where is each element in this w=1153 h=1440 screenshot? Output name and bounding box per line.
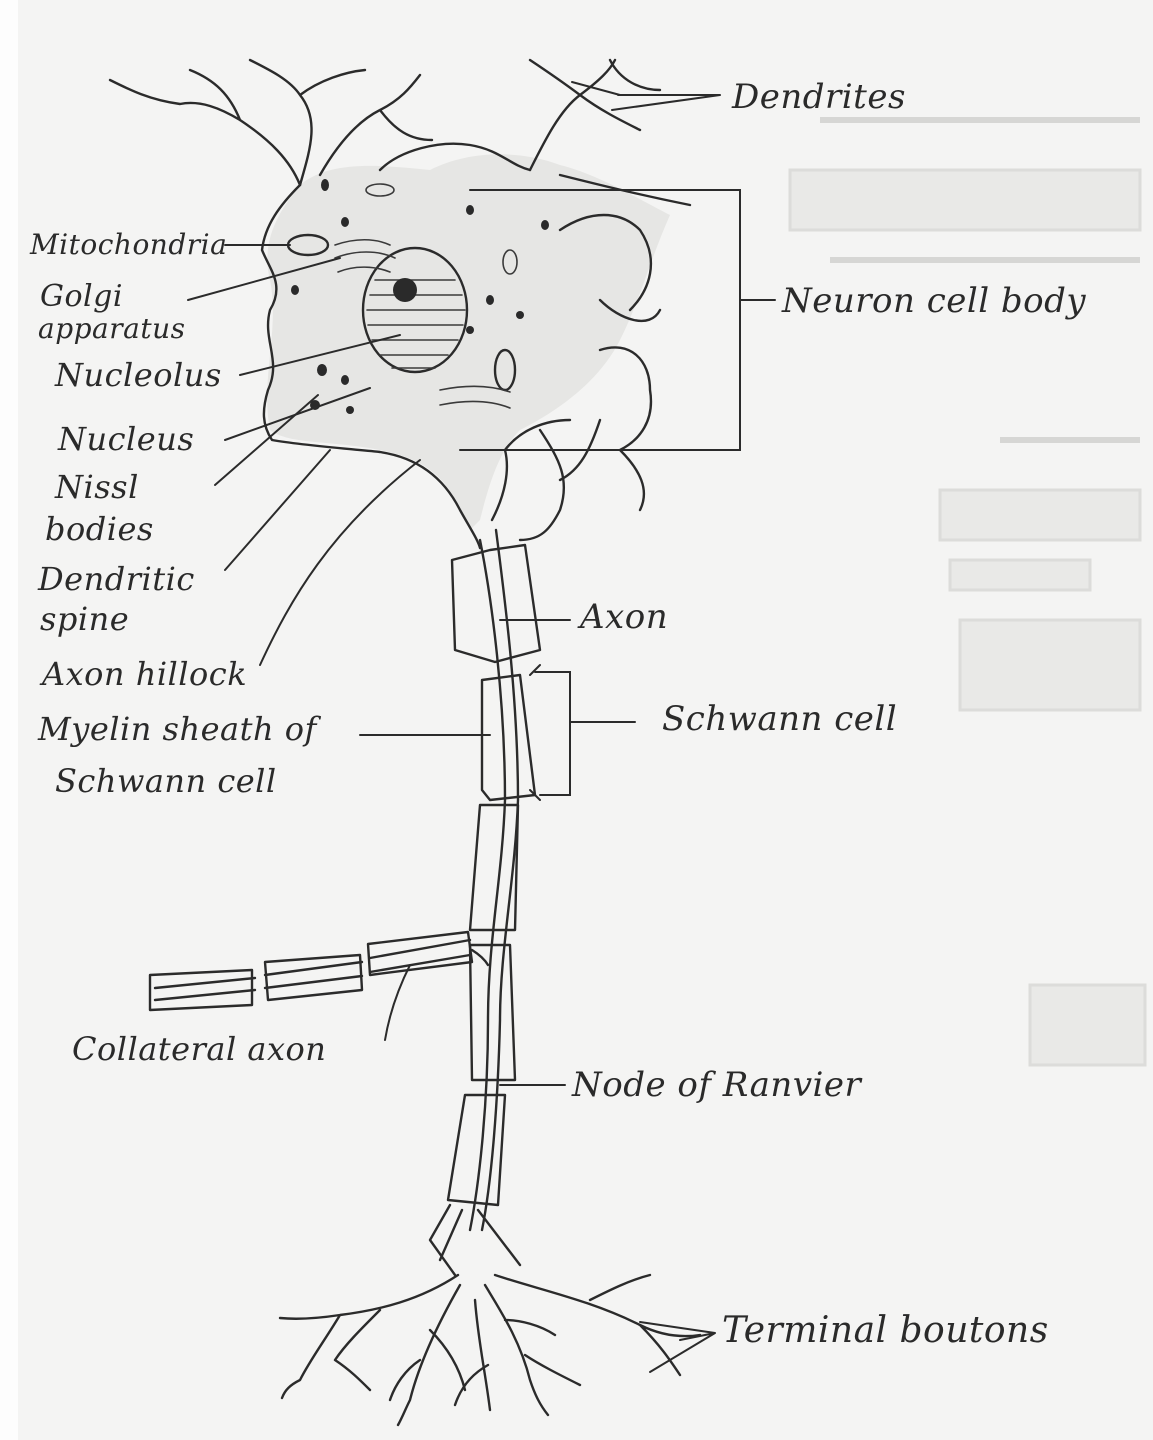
myelin-segments (448, 545, 540, 1205)
label-myelin-line1: Myelin sheath of (38, 710, 317, 748)
label-axon-hillock: Axon hillock (42, 655, 247, 693)
label-schwann-cell: Schwann cell (662, 700, 897, 738)
schwann-bracket (535, 672, 635, 795)
label-nucleus: Nucleus (58, 420, 194, 458)
schwann-bracket-ticks (530, 665, 540, 800)
label-dendritic-spine-line1: Dendritic (38, 560, 195, 598)
label-terminal-boutons: Terminal boutons (722, 1312, 1049, 1350)
label-dendritic-spine-line2: spine (40, 600, 129, 638)
collateral-axon (150, 932, 488, 1010)
label-neuron-cell-body: Neuron cell body (782, 282, 1086, 320)
terminal-branches (280, 1205, 700, 1425)
label-axon: Axon (580, 598, 668, 636)
dendritic-spine-leader (225, 450, 330, 570)
label-nissl-line1: Nissl (55, 468, 139, 506)
label-dendrites: Dendrites (732, 78, 906, 116)
cell-body (110, 60, 690, 548)
collateral-leader (385, 965, 410, 1040)
show-through-marks (790, 120, 1145, 1065)
nucleolus-shape (393, 278, 417, 302)
axon-hillock-leader (260, 460, 420, 665)
label-myelin-line2: Schwann cell (55, 762, 277, 800)
label-collateral-axon: Collateral axon (72, 1030, 326, 1068)
label-mitochondria: Mitochondria (30, 226, 227, 264)
label-node-of-ranvier: Node of Ranvier (572, 1066, 861, 1104)
label-golgi-line2: apparatus (38, 310, 185, 348)
label-nucleolus: Nucleolus (55, 356, 222, 394)
label-nissl-line2: bodies (45, 510, 154, 548)
axon (470, 530, 518, 1230)
